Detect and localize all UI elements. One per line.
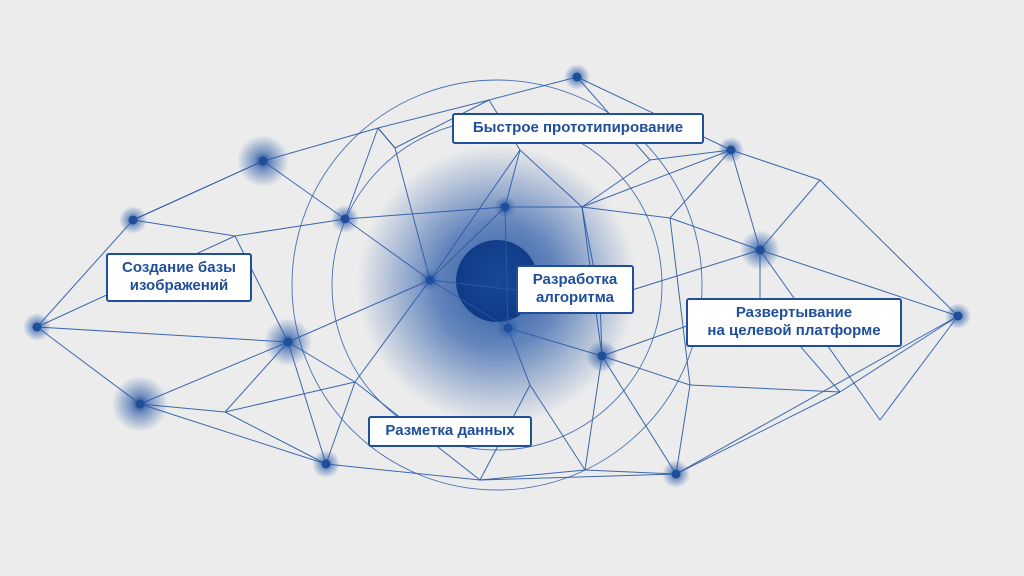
label-algorithm-development: Разработка алгоритма xyxy=(516,265,634,314)
label-data-markup: Разметка данных xyxy=(368,416,532,447)
network-node xyxy=(258,156,268,166)
network-edge xyxy=(819,179,959,317)
network-edge xyxy=(581,159,651,208)
network-edge xyxy=(529,384,586,471)
network-edge xyxy=(325,381,356,465)
network-edge xyxy=(224,341,289,413)
network-edge xyxy=(759,179,821,251)
network-edge xyxy=(429,279,509,329)
network-edge xyxy=(139,341,289,405)
network-edge xyxy=(730,149,821,181)
label-algorithm-line1: Разработка xyxy=(532,271,618,288)
orbit-ring-2 xyxy=(291,79,703,491)
network-edge xyxy=(584,469,677,475)
network-edge xyxy=(839,315,959,393)
network-edge xyxy=(287,341,356,383)
edge-layer xyxy=(36,76,959,481)
network-node xyxy=(671,469,681,479)
network-edge xyxy=(601,355,691,386)
network-edge xyxy=(139,403,327,465)
network-edge xyxy=(669,149,732,219)
network-edge xyxy=(132,160,264,221)
network-edge xyxy=(675,384,691,475)
network-edge xyxy=(507,327,603,357)
label-deployment: Развертывание на целевой платформе xyxy=(686,298,902,347)
network-edge xyxy=(132,219,236,237)
network-node xyxy=(135,399,145,409)
network-edge xyxy=(377,127,396,149)
network-edge xyxy=(36,219,134,328)
network-node xyxy=(953,311,963,321)
network-edge xyxy=(234,218,346,237)
network-edge xyxy=(581,206,671,219)
network-edge xyxy=(36,326,289,343)
node-layer xyxy=(32,72,963,479)
network-edge xyxy=(287,279,431,343)
network-edge xyxy=(759,249,959,317)
network-edge xyxy=(879,315,959,421)
network-edge xyxy=(377,99,490,129)
network-edge xyxy=(669,217,691,386)
network-edge xyxy=(488,76,578,101)
network-edge xyxy=(139,403,226,413)
network-node xyxy=(32,322,42,332)
network-edge xyxy=(689,384,841,393)
network-edge xyxy=(669,217,761,251)
network-edge xyxy=(479,473,677,481)
network-edge xyxy=(675,315,959,475)
label-rapid-prototyping: Быстрое прототипирование xyxy=(452,113,704,144)
network-node xyxy=(321,459,331,469)
network-node xyxy=(425,275,435,285)
network-node xyxy=(726,145,736,155)
network-edge xyxy=(325,463,481,481)
network-edge xyxy=(507,327,531,386)
label-image-db-line1: Создание базы xyxy=(122,259,236,276)
network-node xyxy=(503,323,513,333)
network-edge xyxy=(504,206,509,329)
network-edge xyxy=(344,206,506,220)
network-edge xyxy=(429,149,521,281)
network-edge xyxy=(479,469,586,481)
network-edge xyxy=(224,381,356,413)
network-edge xyxy=(730,149,761,251)
label-rapid-prototyping-text: Быстрое прототипирование xyxy=(472,119,684,136)
network-node xyxy=(128,215,138,225)
network-edge xyxy=(224,411,327,465)
network-edge xyxy=(262,160,346,220)
network-edge xyxy=(287,341,327,465)
network-node xyxy=(283,337,293,347)
network-edge xyxy=(504,149,521,208)
network-edge xyxy=(581,149,732,208)
network-node xyxy=(500,202,510,212)
network-edge xyxy=(344,127,379,220)
network-edge xyxy=(354,279,431,383)
network-edge xyxy=(649,149,732,161)
network-edge xyxy=(394,99,490,149)
label-image-db-line2: изображений xyxy=(129,277,229,294)
network-edge xyxy=(262,127,379,162)
network-edge xyxy=(675,391,841,475)
network-edge xyxy=(519,149,583,208)
label-data-markup-text: Разметка данных xyxy=(385,422,515,439)
network-edge xyxy=(429,206,506,281)
network-node xyxy=(340,214,350,224)
network-node xyxy=(572,72,582,82)
label-deployment-line2: на целевой платформе xyxy=(707,322,881,339)
network-edge xyxy=(36,326,141,405)
network-edge xyxy=(601,355,677,475)
network-node xyxy=(755,245,765,255)
label-image-database: Создание базы изображений xyxy=(106,253,252,302)
label-algorithm-line2: алгоритма xyxy=(535,289,615,306)
label-deployment-line1: Развертывание xyxy=(735,304,853,321)
network-edge xyxy=(344,218,431,281)
network-node xyxy=(597,351,607,361)
network-edge xyxy=(584,355,603,471)
